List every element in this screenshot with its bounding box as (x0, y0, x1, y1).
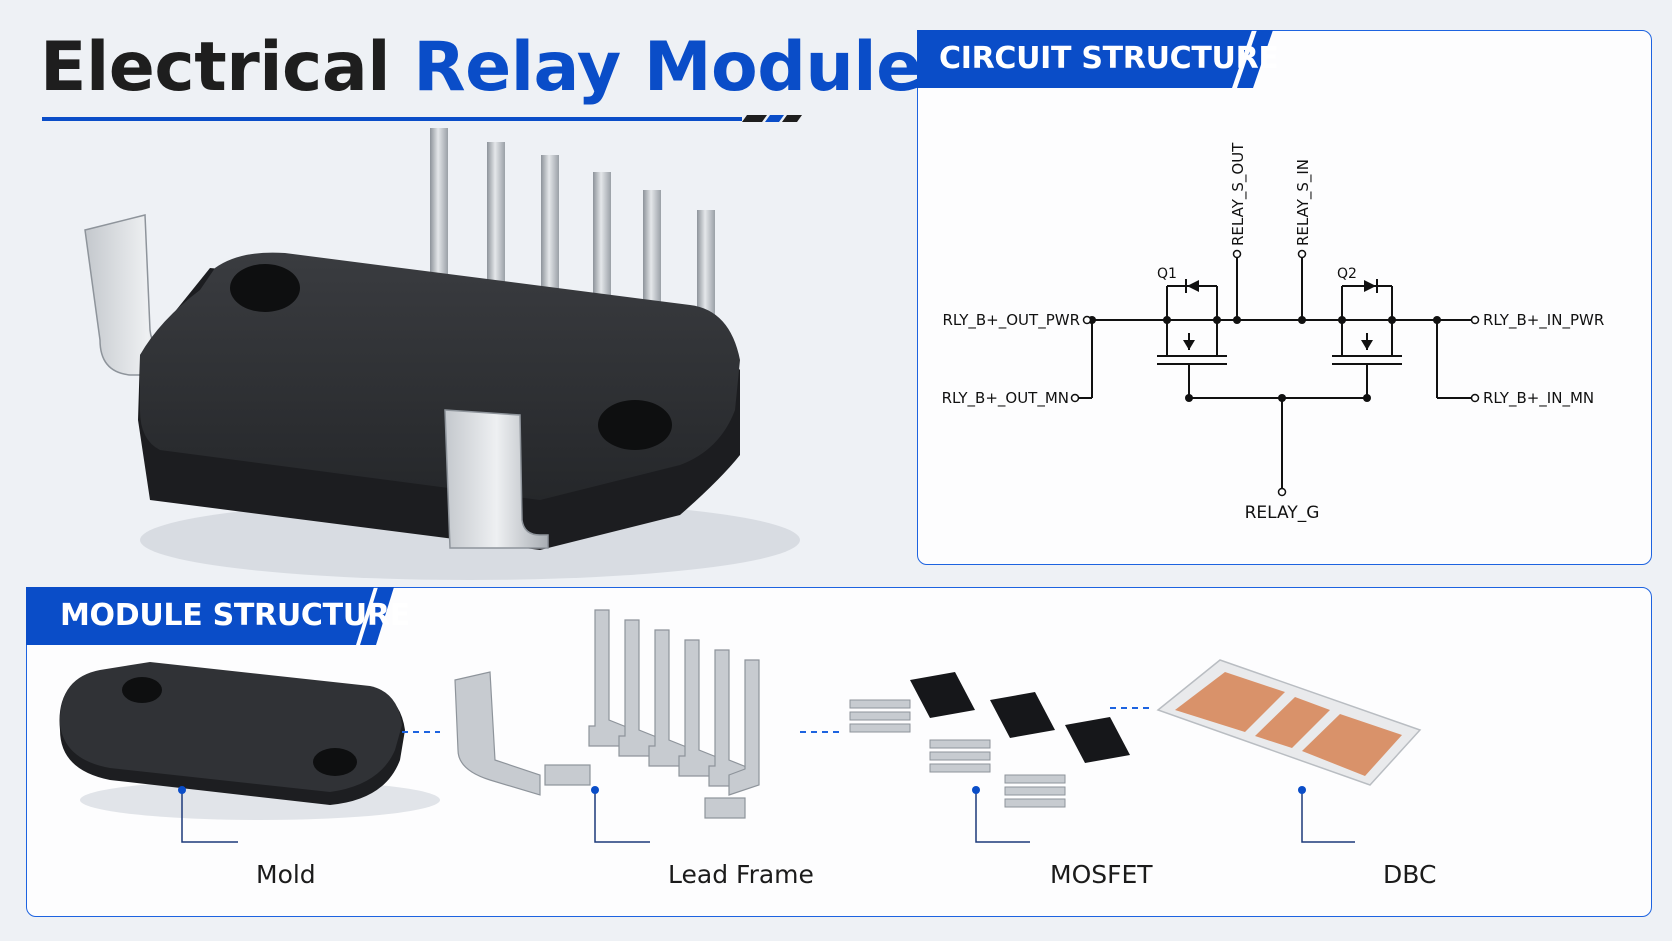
label-q1: Q1 (1157, 266, 1177, 282)
page-title: Electrical Relay Module (40, 28, 922, 107)
module-tag-background (26, 587, 394, 645)
dbc-illustration (1156, 659, 1422, 786)
label-s-in: RELAY_S_IN (1294, 159, 1313, 246)
component-label-dbc: DBC (1383, 860, 1437, 889)
label-in-mn: RLY_B+_IN_MN (1483, 389, 1594, 408)
callout-lines (178, 786, 1355, 843)
lead-frame-illustration (454, 609, 760, 819)
title-part-2: Relay Module (413, 28, 922, 107)
title-part-1: Electrical (40, 28, 391, 107)
circuit-structure-tag: CIRCUIT STRUCTURE (939, 41, 1279, 76)
title-underline (42, 115, 802, 122)
label-out-pwr: RLY_B+_OUT_PWR (942, 311, 1080, 330)
circuit-tag-background (917, 30, 1273, 88)
component-label-lead-frame: Lead Frame (668, 860, 814, 889)
component-label-mosfet: MOSFET (1050, 860, 1153, 889)
label-s-out: RELAY_S_OUT (1229, 142, 1248, 246)
mosfet-illustration (849, 672, 1130, 808)
module-structure-tag: MODULE STRUCTURE (60, 598, 410, 633)
circuit-structure-panel (917, 30, 1652, 565)
label-in-pwr: RLY_B+_IN_PWR (1483, 311, 1604, 330)
label-out-mn: RLY_B+_OUT_MN (942, 389, 1069, 408)
label-q2: Q2 (1337, 266, 1357, 282)
component-label-mold: Mold (256, 860, 316, 889)
component-illustrations (59, 609, 1422, 820)
label-gate: RELAY_G (1245, 503, 1320, 523)
circuit-schematic: RLY_B+_OUT_PWR RLY_B+_OUT_MN RLY_B+_IN_P… (942, 142, 1605, 523)
mold-illustration (59, 662, 440, 820)
relay-module-illustration (84, 128, 800, 580)
